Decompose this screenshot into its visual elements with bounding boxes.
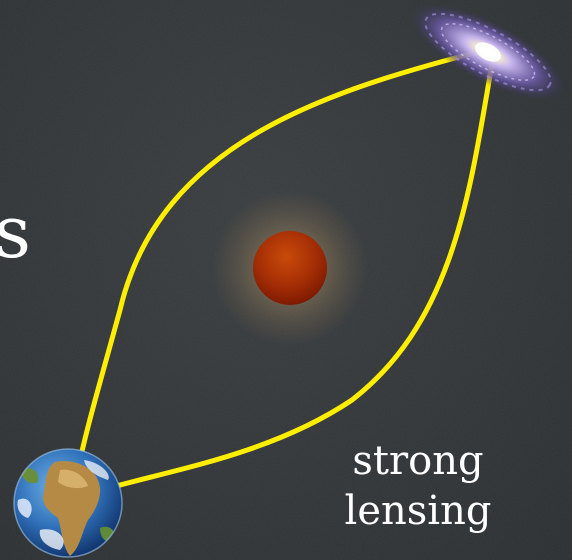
galaxy-icon	[410, 3, 566, 101]
lens-mass-icon	[212, 190, 368, 346]
caption-line-1: strong	[352, 438, 484, 484]
earth-icon	[13, 448, 123, 558]
light-paths	[73, 45, 496, 493]
light-path-lower	[99, 55, 496, 493]
light-path-upper	[73, 45, 496, 481]
caption-strong-lensing: strong lensing	[318, 436, 518, 536]
caption-line-2: lensing	[344, 488, 492, 534]
cropped-title-letter: s	[0, 190, 31, 274]
